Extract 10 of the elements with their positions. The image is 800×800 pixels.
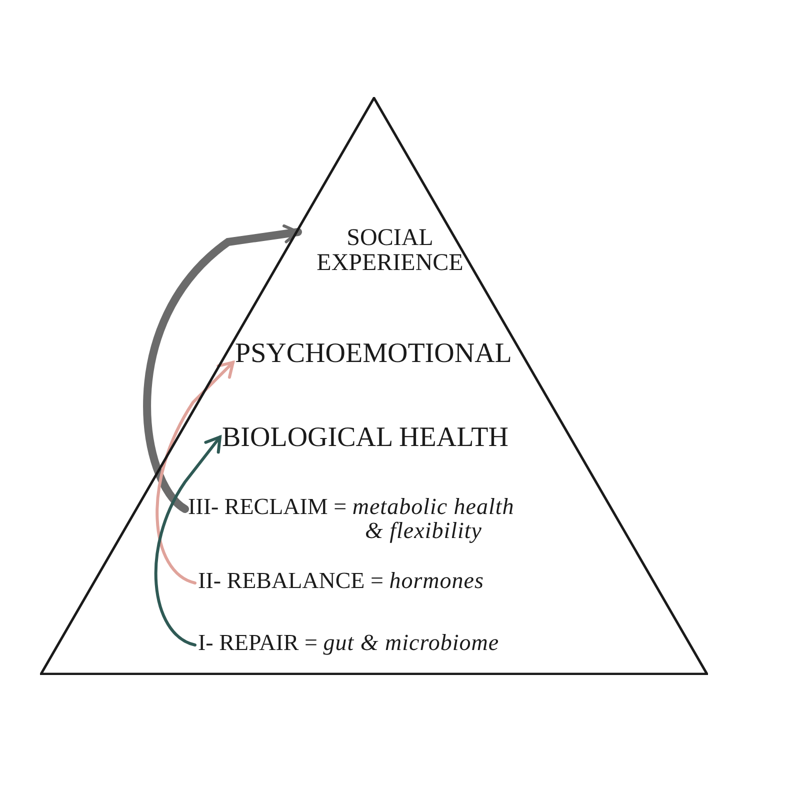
curved-arrow: [156, 360, 234, 584]
step-label: III- RECLAIM = metabolic health & flexibility: [188, 495, 528, 544]
pyramid-triangle: [40, 97, 708, 675]
step-label: II- REBALANCE = hormones: [198, 569, 484, 594]
level-label: SOCIAL EXPERIENCE: [300, 226, 480, 276]
step-label: I- REPAIR = gut & microbiome: [198, 631, 500, 656]
curved-arrow: [154, 436, 222, 646]
curved-arrow: [143, 224, 302, 513]
level-label: PSYCHOEMOTIONAL: [235, 339, 512, 368]
level-label: BIOLOGICAL HEALTH: [222, 423, 508, 452]
